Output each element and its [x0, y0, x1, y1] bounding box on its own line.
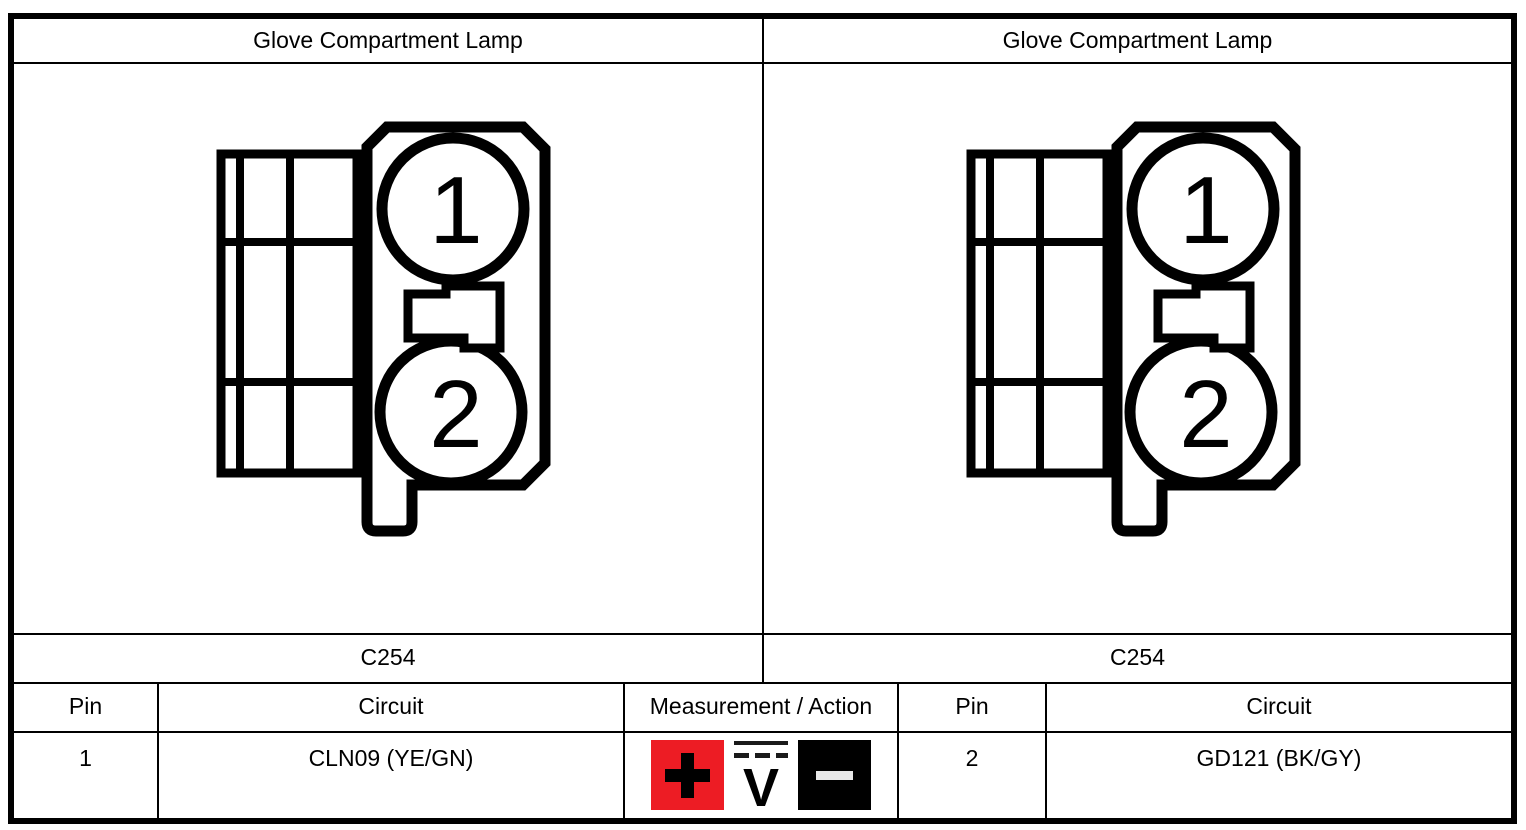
connector-face-diagram-left: 1 2 — [216, 121, 551, 537]
pin-value-left: 1 — [79, 745, 92, 771]
connector-face-diagram-right: 1 2 — [966, 121, 1301, 537]
circuit-value-right: GD121 (BK/GY) — [1196, 745, 1362, 771]
pin-value-right: 2 — [965, 745, 979, 771]
row-divider-line — [14, 682, 1511, 684]
cavity-number-2: 2 — [1179, 361, 1232, 468]
dc-solid-line — [734, 741, 788, 746]
minus-bar — [816, 771, 853, 780]
measurement-action-cell: V — [625, 733, 897, 817]
measurement-action-header: Measurement / Action — [649, 693, 873, 720]
pin-header-left: Pin — [68, 693, 103, 720]
dc-volt-letter: V — [742, 757, 780, 818]
dc-dashed-line — [734, 753, 788, 758]
table-outer-border — [8, 13, 1517, 824]
connector-id-left: C254 — [360, 644, 416, 671]
circuit-header-right: Circuit — [1246, 693, 1312, 720]
circuit-value-left: CLN09 (YE/GN) — [308, 745, 474, 771]
negative-probe-icon — [798, 740, 871, 810]
panel-divider-line — [762, 19, 764, 682]
circuit-header-left: Circuit — [358, 693, 424, 720]
column-divider-line — [897, 682, 899, 818]
plus-bar-vertical — [681, 753, 694, 798]
column-divider-line — [1045, 682, 1047, 818]
column-divider-line — [157, 682, 159, 818]
panel-title-right: Glove Compartment Lamp — [1002, 27, 1273, 54]
column-divider-line — [623, 682, 625, 818]
pin-header-right: Pin — [955, 693, 989, 720]
dc-voltage-icon: V — [734, 740, 788, 818]
positive-probe-icon — [651, 740, 724, 810]
cavity-number-2: 2 — [429, 361, 482, 468]
panel-title-left: Glove Compartment Lamp — [253, 27, 523, 54]
connector-id-right: C254 — [1110, 644, 1165, 671]
cavity-number-1: 1 — [1179, 157, 1232, 264]
cavity-number-1: 1 — [429, 157, 482, 264]
row-divider-line — [14, 731, 1511, 733]
